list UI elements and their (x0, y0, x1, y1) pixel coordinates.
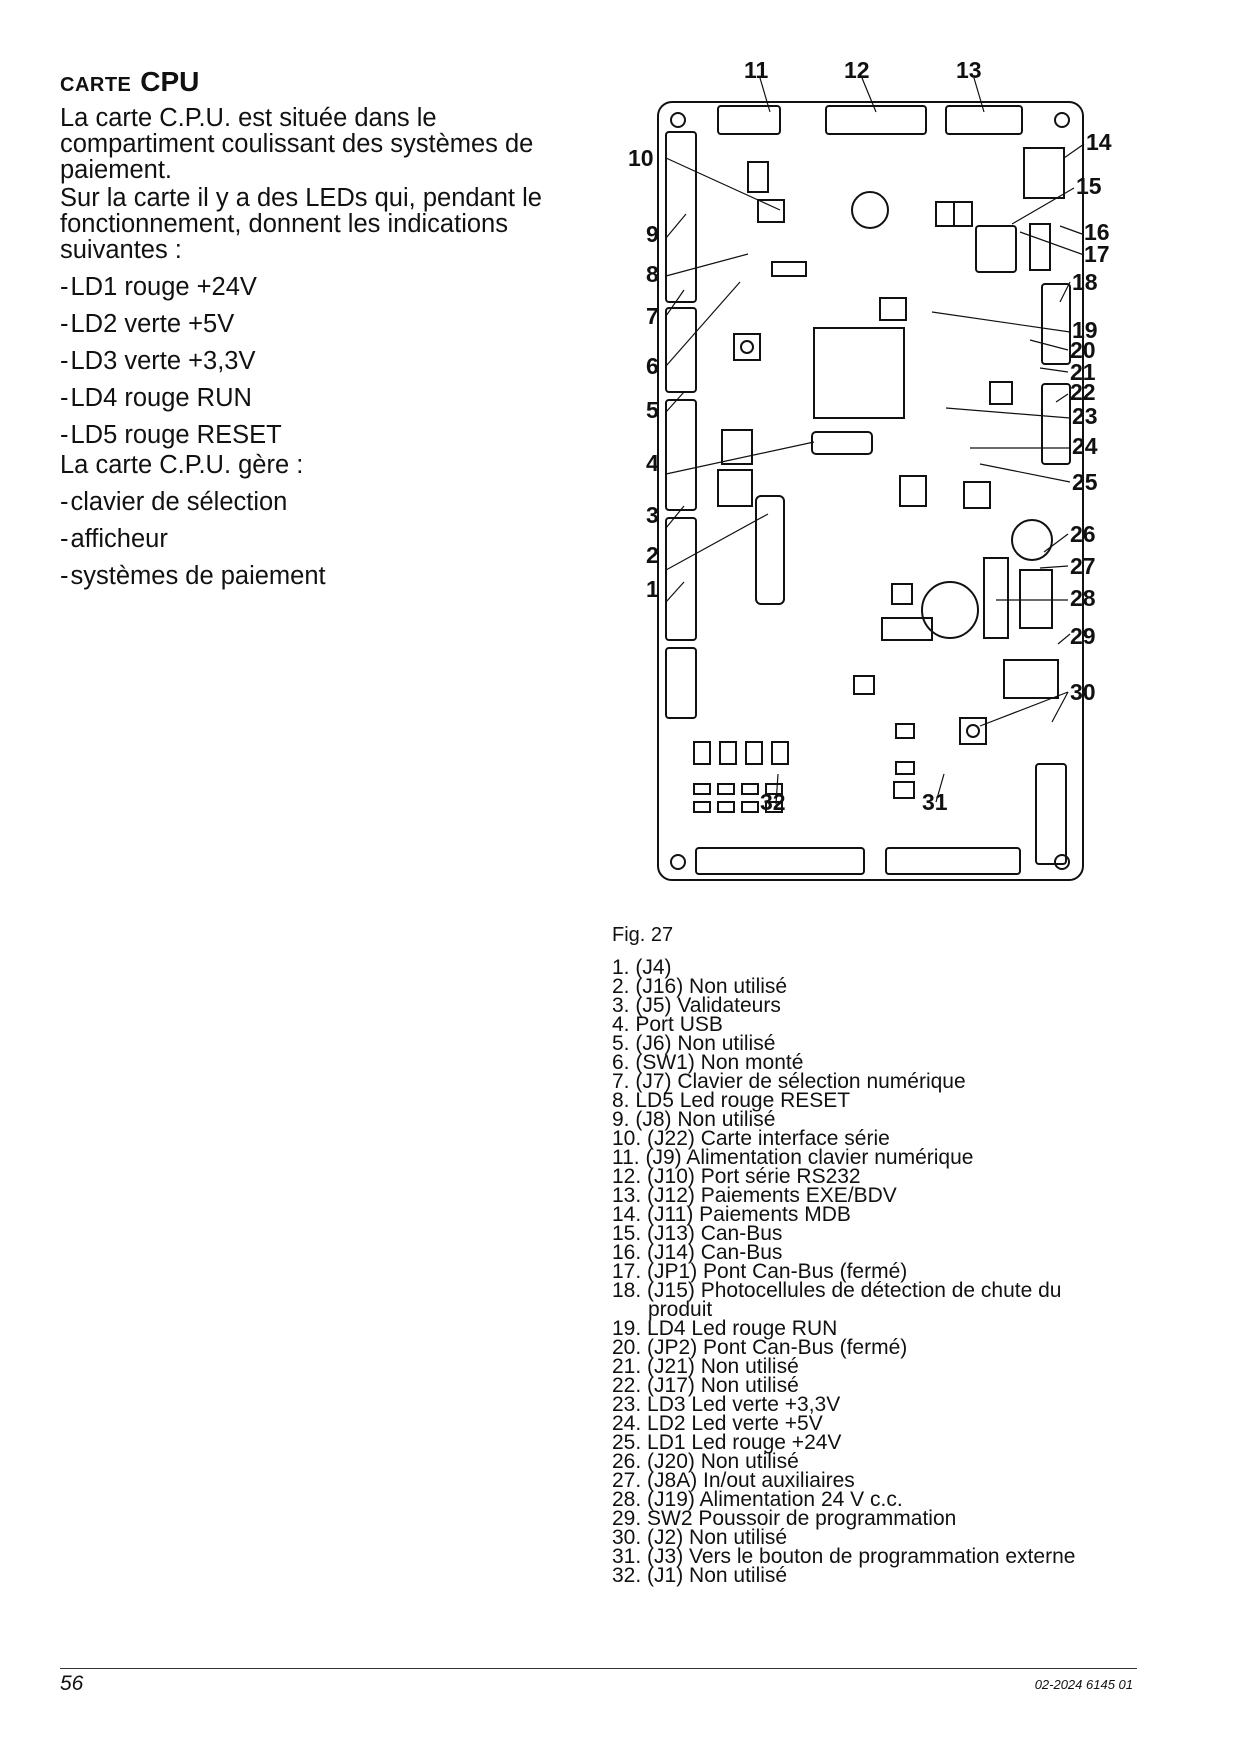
page-number: 56 (60, 1672, 84, 1695)
section-title-main: CPU (140, 66, 200, 97)
legend-item: 26. (J20) Non utilisé (612, 1450, 799, 1473)
callout-28: 28 (1070, 585, 1096, 611)
legend-item: 5. (J6) Non utilisé (612, 1032, 776, 1055)
manages-intro: La carte C.P.U. gère : (60, 451, 304, 479)
legend-item: 27. (J8A) In/out auxiliaires (612, 1469, 855, 1492)
legend-item: 22. (J17) Non utilisé (612, 1374, 799, 1397)
callout-27: 27 (1070, 553, 1096, 579)
text-column: CARTE CPU La carte C.P.U. est située dan… (60, 62, 580, 595)
legend-item: 15. (J13) Can-Bus (612, 1222, 783, 1245)
legend-item: 17. (JP1) Pont Can-Bus (fermé) (612, 1260, 908, 1283)
legend-item: 25. LD1 Led rouge +24V (612, 1431, 842, 1454)
led-list: LD1 rouge +24V LD2 verte +5V LD3 verte +… (60, 269, 580, 454)
callout-21: 21 (1070, 359, 1096, 385)
legend-item: 24. LD2 Led verte +5V (612, 1412, 823, 1435)
callout-7: 7 (646, 303, 659, 329)
manages-item: clavier de sélection (60, 484, 580, 521)
legend-item-continuation: produit (648, 1298, 713, 1321)
led-item: LD3 verte +3,3V (60, 343, 580, 380)
callout-29: 29 (1070, 623, 1096, 649)
callout-13: 13 (956, 62, 982, 83)
cpu-board-figure: 1 2 3 4 5 6 7 8 9 10 11 12 13 14 15 16 1… (600, 62, 1120, 922)
legend-item: 30. (J2) Non utilisé (612, 1526, 788, 1549)
legend-item: 8. LD5 Led rouge RESET (612, 1089, 851, 1112)
callout-19: 19 (1072, 317, 1098, 343)
legend-item: 12. (J10) Port série RS232 (612, 1165, 861, 1188)
callout-17: 17 (1084, 241, 1110, 267)
callout-25: 25 (1072, 469, 1098, 495)
callout-18: 18 (1072, 269, 1098, 295)
callout-3: 3 (646, 502, 659, 528)
callout-12: 12 (844, 62, 870, 83)
legend-item: 13. (J12) Paiements EXE/BDV (612, 1184, 897, 1207)
manages-list: clavier de sélection afficheur systèmes … (60, 484, 580, 595)
intro-paragraph-leds: Sur la carte il y a des LEDs qui, pendan… (60, 184, 542, 264)
legend-item: 7. (J7) Clavier de sélection numérique (612, 1070, 966, 1093)
legend-item: 1. (J4) (612, 956, 672, 979)
legend-item: 6. (SW1) Non monté (612, 1051, 804, 1074)
legend-item: 20. (JP2) Pont Can-Bus (fermé) (612, 1336, 908, 1359)
section-title: CARTE CPU (60, 62, 580, 99)
legend-item: 23. LD3 Led verte +3,3V (612, 1393, 841, 1416)
legend-item: 2. (J16) Non utilisé (612, 975, 788, 998)
footer-divider (60, 1668, 1137, 1669)
section-title-prefix: CARTE (60, 74, 132, 96)
callout-14: 14 (1086, 129, 1112, 155)
callout-32: 32 (760, 789, 786, 815)
led-item: LD5 rouge RESET (60, 417, 580, 454)
callout-23: 23 (1072, 403, 1098, 429)
figure-caption: Fig. 27 (612, 924, 674, 946)
legend-item: 11. (J9) Alimentation clavier numérique (612, 1146, 974, 1169)
manages-item: afficheur (60, 521, 580, 558)
legend-item: 32. (J1) Non utilisé (612, 1564, 788, 1587)
callout-6: 6 (646, 353, 659, 379)
legend-item: 28. (J19) Alimentation 24 V c.c. (612, 1488, 903, 1511)
callout-30: 30 (1070, 679, 1096, 705)
legend-item: 29. SW2 Poussoir de programmation (612, 1507, 957, 1530)
legend-item: 16. (J14) Can-Bus (612, 1241, 783, 1264)
callout-1: 1 (646, 576, 659, 602)
legend-item: 18. (J15) Photocellules de détection de … (612, 1279, 1062, 1302)
led-item: LD2 verte +5V (60, 306, 580, 343)
legend-item: 14. (J11) Paiements MDB (612, 1203, 851, 1226)
callout-22: 22 (1070, 379, 1096, 405)
legend-item: 4. Port USB (612, 1013, 723, 1036)
led-item: LD4 rouge RUN (60, 380, 580, 417)
callout-10: 10 (628, 145, 654, 171)
manages-item: systèmes de paiement (60, 558, 580, 595)
callout-16: 16 (1084, 219, 1110, 245)
callout-24: 24 (1072, 433, 1098, 459)
callout-20: 20 (1070, 337, 1096, 363)
callout-11: 11 (744, 62, 769, 83)
callout-5: 5 (646, 397, 659, 423)
callout-31: 31 (922, 789, 948, 815)
callout-26: 26 (1070, 521, 1096, 547)
callout-4: 4 (646, 450, 659, 476)
intro-paragraph-location: La carte C.P.U. est située dans le compa… (60, 104, 534, 184)
callout-2: 2 (646, 542, 659, 568)
document-reference: 02-2024 6145 01 (1034, 1677, 1133, 1692)
cpu-board-drawing: 1 2 3 4 5 6 7 8 9 10 11 12 13 14 15 16 1… (628, 62, 1112, 881)
legend-item: 19. LD4 Led rouge RUN (612, 1317, 838, 1340)
figure-legend: 1. (J4) 2. (J16) Non utilisé 3. (J5) Val… (612, 956, 1076, 1587)
callout-labels: 1 2 3 4 5 6 7 8 9 10 11 12 13 14 15 16 1… (628, 62, 1112, 815)
callout-9: 9 (646, 221, 659, 247)
callout-15: 15 (1076, 173, 1102, 199)
legend-item: 21. (J21) Non utilisé (612, 1355, 799, 1378)
legend-item: 3. (J5) Validateurs (612, 994, 781, 1017)
legend-item: 9. (J8) Non utilisé (612, 1108, 776, 1131)
legend-item: 31. (J3) Vers le bouton de programmation… (612, 1545, 1076, 1568)
callout-8: 8 (646, 261, 659, 287)
led-item: LD1 rouge +24V (60, 269, 580, 306)
legend-item: 10. (J22) Carte interface série (612, 1127, 890, 1150)
